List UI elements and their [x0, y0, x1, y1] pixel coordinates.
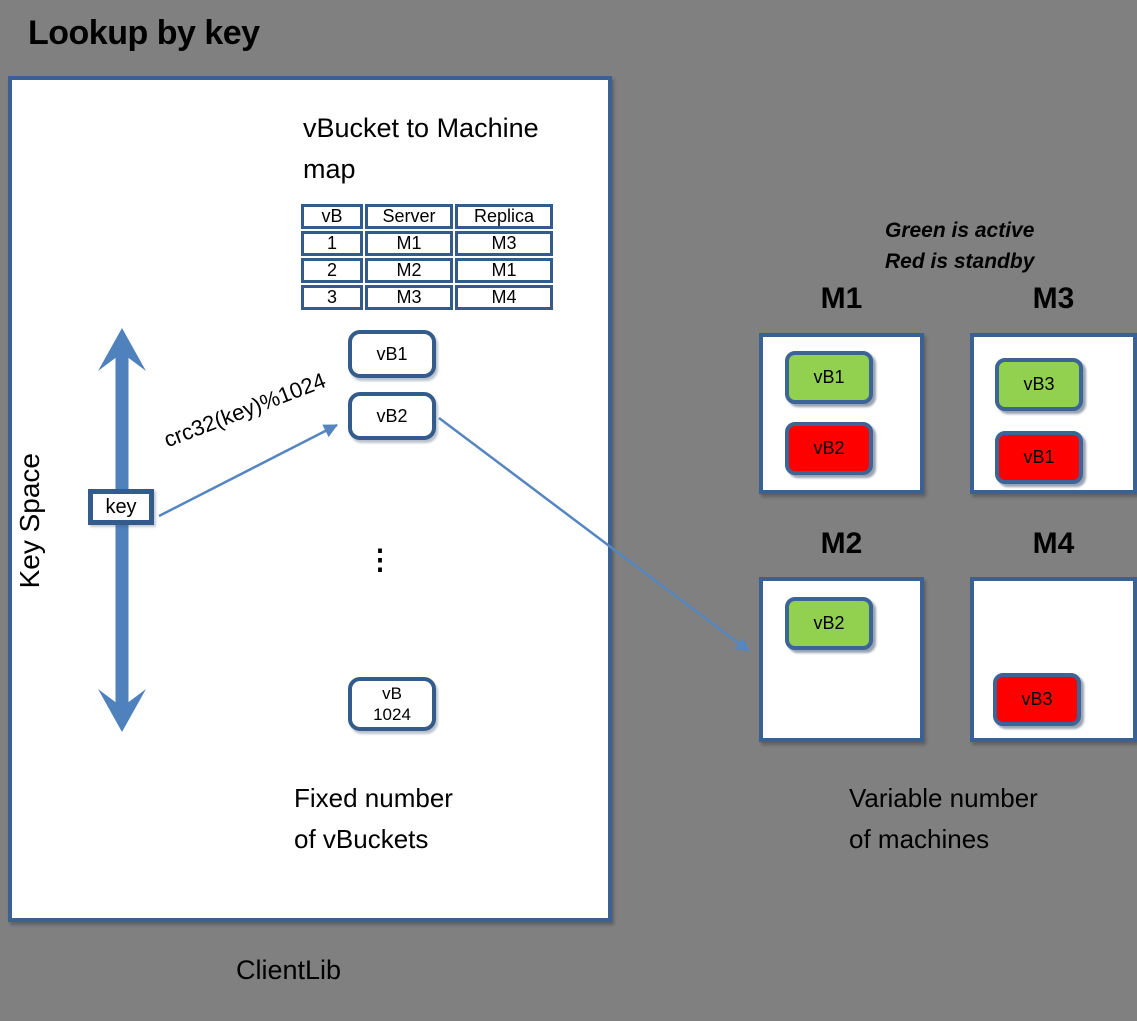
- cell-vb: 3: [301, 285, 363, 310]
- machine-chip-m1-vb2: vB2: [785, 422, 873, 475]
- vbucket-ellipsis: ⋮: [366, 544, 394, 575]
- table-row: 2 M2 M1: [301, 258, 553, 283]
- legend-red-line: Red is standby: [885, 250, 1035, 273]
- table-row: 1 M1 M3: [301, 231, 553, 256]
- page-title: Lookup by key: [28, 14, 260, 52]
- machine-label-m1: M1: [820, 282, 863, 315]
- machine-chip-m1-vb1: vB1: [785, 351, 873, 404]
- table-header-row: vB Server Replica: [301, 204, 553, 229]
- vbucket-chip-vb2: vB2: [348, 392, 436, 440]
- cell-server: M1: [365, 231, 453, 256]
- machine-label-m4: M4: [1032, 527, 1075, 560]
- table-row: 3 M3 M4: [301, 285, 553, 310]
- legend-green-line: Green is active: [885, 219, 1035, 242]
- cell-server: M2: [365, 258, 453, 283]
- variable-number-note: Variable number of machines: [849, 783, 1038, 854]
- vbucket-chip-vb1: vB1: [348, 330, 436, 378]
- header-replica: Replica: [455, 204, 553, 229]
- cell-replica: M1: [455, 258, 553, 283]
- map-title: vBucket to Machine map: [303, 113, 539, 184]
- cell-server: M3: [365, 285, 453, 310]
- vbucket-map-table: vB Server Replica 1 M1 M3 2 M2 M1 3 M3 M…: [299, 202, 555, 312]
- legend: Green is active Red is standby: [885, 215, 1034, 277]
- machine-chip-m2-vb2: vB2: [785, 597, 873, 650]
- machine-chip-m4-vb3: vB3: [993, 673, 1081, 726]
- header-vb: vB: [301, 204, 363, 229]
- cell-vb: 1: [301, 231, 363, 256]
- header-server: Server: [365, 204, 453, 229]
- cell-replica: M3: [455, 231, 553, 256]
- clientlib-label: ClientLib: [236, 955, 342, 985]
- machine-label-m2: M2: [820, 527, 863, 560]
- cell-replica: M4: [455, 285, 553, 310]
- key-box: key: [88, 489, 154, 525]
- machine-chip-m3-vb1: vB1: [995, 431, 1083, 484]
- machine-chip-m3-vb3: vB3: [995, 358, 1083, 411]
- vbucket-chip-vb1024: vB 1024: [348, 677, 436, 731]
- fixed-number-note: Fixed number of vBuckets: [294, 783, 453, 854]
- cell-vb: 2: [301, 258, 363, 283]
- key-space-label: Key Space: [14, 453, 45, 589]
- machine-label-m3: M3: [1032, 282, 1075, 315]
